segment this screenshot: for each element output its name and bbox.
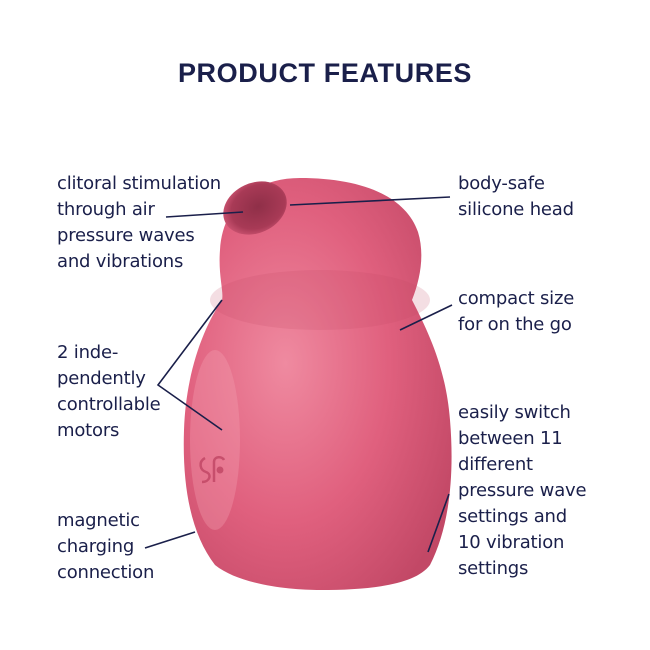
feature-label-charging: magnetic charging connection	[57, 510, 155, 583]
leader-line-motors	[156, 299, 223, 431]
page-title: PRODUCT FEATURES	[177, 58, 473, 88]
feature-label-silicone: body-safe silicone head	[458, 173, 574, 220]
leader-line-charging	[144, 531, 196, 549]
feature-label-settings: easily switch between 11 different press…	[458, 402, 587, 579]
feature-label-compact: compact size for on the go	[458, 288, 575, 335]
leader-line-compact	[399, 304, 453, 331]
device-body	[183, 178, 452, 590]
leader-line-silicone	[289, 196, 451, 206]
feature-label-air-pressure: clitoral stimulation through air pressur…	[57, 173, 222, 272]
suction-opening-icon	[223, 181, 287, 235]
feature-label-motors: 2 inde- pendently controllable motors	[57, 342, 161, 441]
leader-line-settings	[427, 493, 450, 553]
leader-line-air-pressure	[165, 211, 244, 218]
sf-logo-icon	[199, 456, 226, 484]
